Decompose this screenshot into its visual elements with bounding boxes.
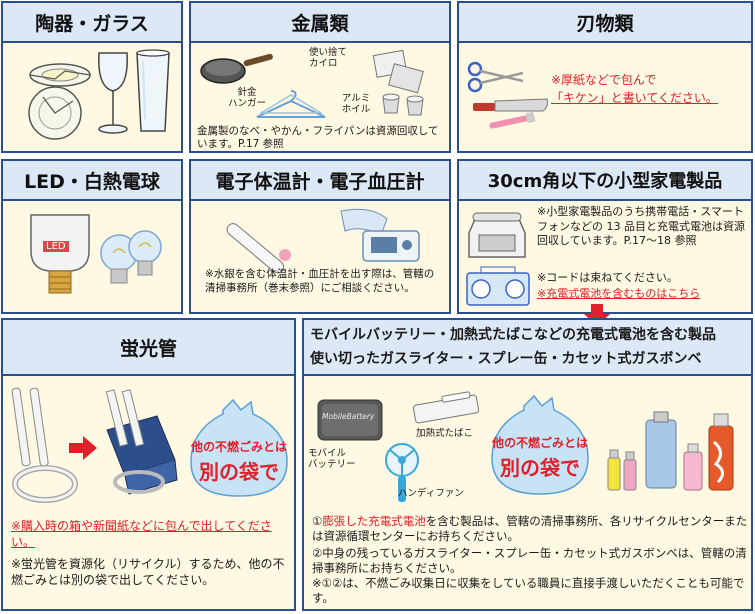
- appliance-note1: ※小型家電製品のうち携帯電話・スマートフォンなどの 13 品目と充電式電池は資源…: [537, 205, 745, 247]
- led-bulb-icon: [30, 214, 90, 294]
- gas-canister-icon: [645, 411, 677, 489]
- right-arrow-icon: [69, 436, 97, 460]
- incandescent-bulb-icon: [100, 230, 162, 284]
- kitchen-knife-icon: [473, 98, 548, 112]
- wire-hanger-icon: [256, 90, 326, 118]
- panel-blades: 刃物類 ※厚紙などで包んで 「キケン」と書いてください。: [457, 1, 753, 153]
- frying-pan-icon: [200, 53, 273, 84]
- led-label: LED: [43, 241, 69, 252]
- panel-title: 30cm角以下の小型家電製品: [459, 161, 751, 201]
- drinking-glass-icon: [136, 49, 170, 132]
- bag-line1: 他の不燃ごみとは: [190, 440, 287, 454]
- panel-title: 金属類: [191, 3, 449, 43]
- thermometer-note: ※水銀を含む体温計・血圧計を出す際は、管轄の清掃事務所（巻末参照）にご相談くださ…: [205, 268, 435, 294]
- heated-tobacco-label: 加熱式たばこ: [416, 428, 474, 439]
- panel-thermometer: 電子体温計・電子血圧計 ※水銀を含む体温計・血圧計を出す際は、管轄の清掃事務所（…: [189, 159, 451, 314]
- panel-title-box: モバイルバッテリー・加熱式たばこなどの充電式電池を含む製品 使い切ったガスライタ…: [304, 320, 751, 376]
- panel-title-line2: 使い切ったガスライター・スプレー缶・カセット式ガスボンベ: [310, 351, 702, 367]
- panel-title: 電子体温計・電子血圧計: [191, 161, 449, 201]
- bag-line2: 別の袋で: [500, 456, 580, 480]
- fluorescent-note-red: ※購入時の箱や新聞紙などに包んで出してください。: [11, 519, 272, 549]
- note1-prefix: ①: [312, 514, 323, 528]
- metal-note: 金属製のなべ・やかん・フライパンは資源回収しています。P.17 参照: [197, 125, 439, 150]
- scissors-icon: [467, 61, 524, 93]
- panel-bulbs: LED・白熱電球 LED: [1, 159, 183, 314]
- bag-line1: 他の不燃ごみとは: [491, 436, 588, 450]
- panel-title: 蛍光管: [3, 320, 294, 376]
- lighters-icon: [607, 449, 637, 491]
- appliance-note2: ※コードは束ねてください。: [537, 271, 678, 284]
- blades-note-line1: ※厚紙などで包んで: [551, 73, 657, 87]
- handy-fan-icon: [385, 443, 419, 502]
- blood-pressure-monitor-icon: [340, 208, 420, 262]
- note1-red: 膨張した充電式電池: [322, 514, 426, 528]
- hanger-label: 針金 ハンガー: [227, 87, 266, 109]
- fluorescent-note: ※蛍光管を資源化（リサイクル）するため、他の不燃ごみとは別の袋で出してください。: [11, 557, 285, 587]
- note1-rest: を含む製品は、管轄の清掃事務所、各リサイクルセンターまたは資源循環センターにお持…: [312, 514, 748, 543]
- panel-fluorescent: 蛍光管 他の不燃ごみとは 別の袋で ※購入時の箱や新聞紙などに包んで出してくださ…: [1, 318, 296, 611]
- panel-title: LED・白熱電球: [3, 161, 181, 201]
- mobile-battery-label: モバイル バッテリー: [308, 448, 356, 470]
- panel-title: 陶器・ガラス: [3, 3, 181, 43]
- fluorescent-tube-icon: [11, 387, 78, 503]
- heated-tobacco-icon: [412, 391, 480, 424]
- foil-label: アルミ ホイル: [341, 93, 371, 115]
- appliance-battery-link[interactable]: ※充電式電池を含むものはこちら: [537, 287, 701, 300]
- panel-ceramics-glass: 陶器・ガラス: [1, 1, 183, 153]
- razor-icon: [489, 111, 536, 129]
- battery-note2: ②中身の残っているガスライター・スプレー缶・カセット式ガスボンベは、管轄の清掃事…: [312, 546, 747, 575]
- panel-small-appliance: 30cm角以下の小型家電製品 ※小型家電製品のうち携帯電話・スマートフォンなどの…: [457, 159, 753, 314]
- mobile-battery-device-text: MobileBattery: [322, 412, 375, 421]
- panel-rechargeable-battery: モバイルバッテリー・加熱式たばこなどの充電式電池を含む製品 使い切ったガスライタ…: [302, 318, 753, 611]
- garbage-bag-icon: [491, 394, 589, 495]
- aluminum-foil-cup-icon: [382, 93, 424, 116]
- battery-note3: ※①②は、不燃ごみ収集日に収集をしている職員に直接手渡しいただくことも可能です。: [312, 576, 745, 605]
- garbage-bag-icon: [190, 398, 288, 497]
- spray-can-icon: [708, 413, 734, 491]
- handy-fan-label: ハンディファン: [398, 488, 464, 499]
- thermometer-icon: [226, 223, 291, 274]
- radio-cassette-icon: [466, 266, 530, 306]
- hand-warmer-icon: [372, 49, 424, 94]
- telephone-icon: [468, 212, 526, 258]
- boxed-tubes-icon: [105, 389, 178, 495]
- bag-line2: 別の袋で: [199, 460, 279, 484]
- panel-title-line1: モバイルバッテリー・加熱式たばこなどの充電式電池を含む製品: [310, 327, 716, 343]
- panel-metal: 金属類 使い捨て カイロ 針金 ハンガー アルミ ホイル 金属製のなべ・やかん・…: [189, 1, 451, 153]
- battery-note1: ①膨張した充電式電池を含む製品は、管轄の清掃事務所、各リサイクルセンターまたは資…: [312, 514, 748, 544]
- mobile-battery-icon: [317, 399, 383, 441]
- broken-dish-icon: [28, 63, 91, 140]
- kairo-label: 使い捨て カイロ: [309, 47, 348, 69]
- blades-note-line2: 「キケン」と書いてください。: [551, 91, 718, 105]
- wine-glass-icon: [98, 52, 128, 134]
- panel-title: 刃物類: [459, 3, 751, 43]
- spray-can-small-icon: [683, 443, 703, 491]
